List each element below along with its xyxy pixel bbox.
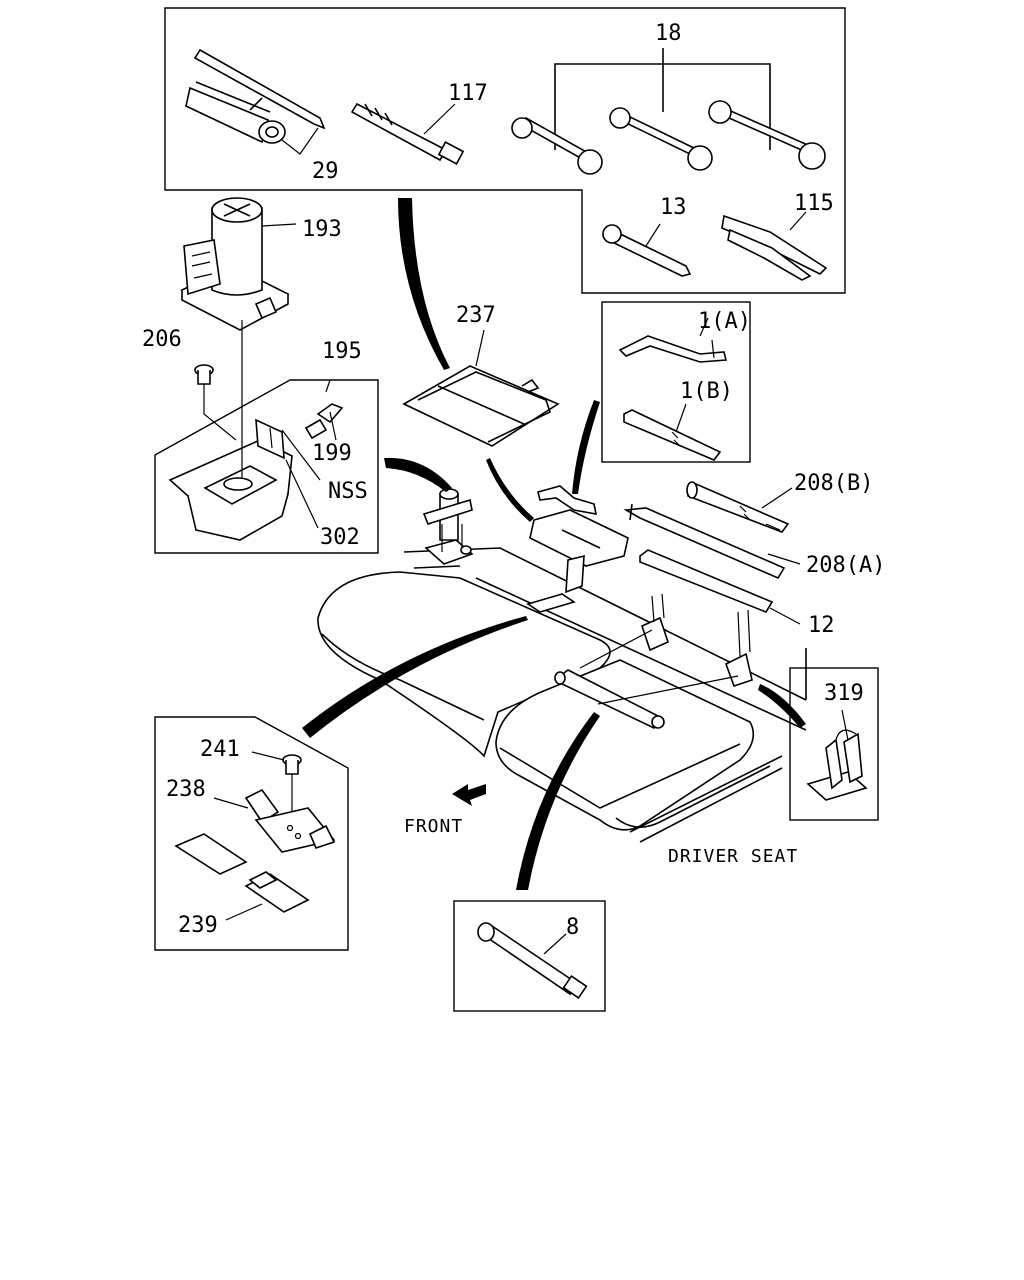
label-1b: 1(B) [680, 379, 733, 404]
wrench-set-part-18 [511, 48, 826, 175]
label-199: 199 [312, 441, 352, 466]
wing-bolt-part-199 [304, 403, 344, 441]
label-13: 13 [660, 195, 687, 220]
cover-frame-part-237 [402, 329, 560, 447]
wheel-brace-part-208a [623, 503, 801, 580]
wheel-brace-part-208b [686, 481, 793, 533]
label-1a: 1(A) [698, 309, 751, 334]
callout-arrow-socket [516, 712, 600, 890]
jack-handle-part-1b [623, 403, 722, 461]
socket-wrench-part-8 [477, 922, 588, 999]
label-front: FRONT [404, 816, 463, 837]
label-206: 206 [142, 327, 182, 352]
callout-arrow-bag [486, 458, 534, 522]
label-241: 241 [200, 737, 240, 762]
label-117: 117 [448, 81, 488, 106]
screwdriver-part-29 [185, 48, 326, 155]
callout-arrow-tools [398, 198, 450, 370]
adjustable-wrench-part-13 [602, 223, 692, 277]
callout-arrow-tray [384, 457, 452, 492]
bolt-part-241 [251, 751, 302, 822]
tool-bag [529, 485, 629, 567]
label-195: 195 [322, 339, 362, 364]
extension-bar-part-117 [350, 102, 465, 165]
callout-arrow-clip [758, 684, 806, 728]
label-208a: 208(A) [806, 553, 885, 578]
callout-arrow-bracket [302, 616, 528, 738]
label-18: 18 [655, 21, 682, 46]
front-arrow [452, 784, 486, 806]
bar-part-12 [639, 549, 801, 625]
label-nss: NSS [328, 479, 368, 504]
label-302: 302 [320, 525, 360, 550]
label-238: 238 [166, 777, 206, 802]
tray-box [154, 379, 379, 554]
bracket-part-238 [213, 788, 336, 853]
label-193: 193 [302, 217, 342, 242]
label-239: 239 [178, 913, 218, 938]
clip-part-319 [806, 709, 868, 801]
label-237: 237 [456, 303, 496, 328]
socket-box [453, 900, 606, 1012]
bracket-box [154, 716, 349, 951]
label-319: 319 [824, 681, 864, 706]
seat-assembly [317, 488, 807, 843]
jack-handle-part-1a [618, 317, 728, 363]
label-29: 29 [312, 159, 339, 184]
label-12: 12 [808, 613, 835, 638]
bolt-part-206 [194, 364, 237, 441]
clip-box [789, 667, 879, 821]
label-driver-seat: DRIVER SEAT [668, 846, 798, 867]
bottle-jack-part-193 [180, 197, 297, 331]
label-208b: 208(B) [794, 471, 873, 496]
pliers-part-115 [721, 211, 828, 281]
jack-tray-part-195 [168, 418, 293, 541]
callout-arrow-handle [572, 400, 600, 494]
bracket-part-239 [174, 833, 310, 921]
label-8: 8 [566, 915, 579, 940]
handle-box [601, 301, 751, 463]
tool-kit-box [164, 7, 846, 294]
label-115: 115 [794, 191, 834, 216]
